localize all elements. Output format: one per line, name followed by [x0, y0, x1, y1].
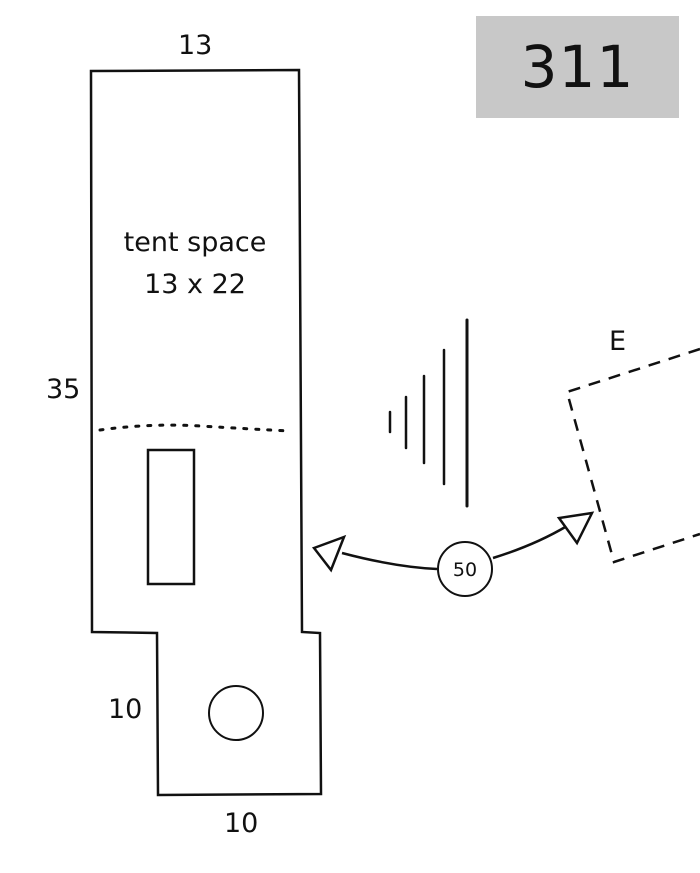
- arrowhead-left-icon: [311, 534, 347, 573]
- total-height-label: 35: [46, 374, 81, 405]
- picnic-table-icon: [146, 448, 196, 586]
- tent-space-size: 13 x 22: [144, 269, 246, 300]
- top-width-label: 13: [178, 30, 213, 61]
- pad-height-label: 10: [108, 694, 143, 725]
- site-number-badge: 311: [476, 16, 679, 118]
- tent-space-label: tent space 13 x 22: [96, 222, 294, 306]
- tent-space-title: tent space: [123, 227, 267, 258]
- site-outline: [89, 68, 323, 797]
- neighbor-label: E: [609, 326, 627, 357]
- site-number: 311: [520, 33, 635, 101]
- vegetation-lines: [388, 318, 469, 508]
- pad-width-label: 10: [224, 808, 259, 839]
- distance-label: 50: [452, 559, 478, 581]
- campfire-ring-icon: [208, 685, 264, 741]
- distance-circle: [437, 541, 493, 597]
- arrowhead-right-icon: [556, 511, 595, 546]
- neighbor-site-outline: [565, 347, 700, 564]
- double-arrow-icon: [311, 511, 595, 597]
- tent-space-boundary: [98, 423, 292, 433]
